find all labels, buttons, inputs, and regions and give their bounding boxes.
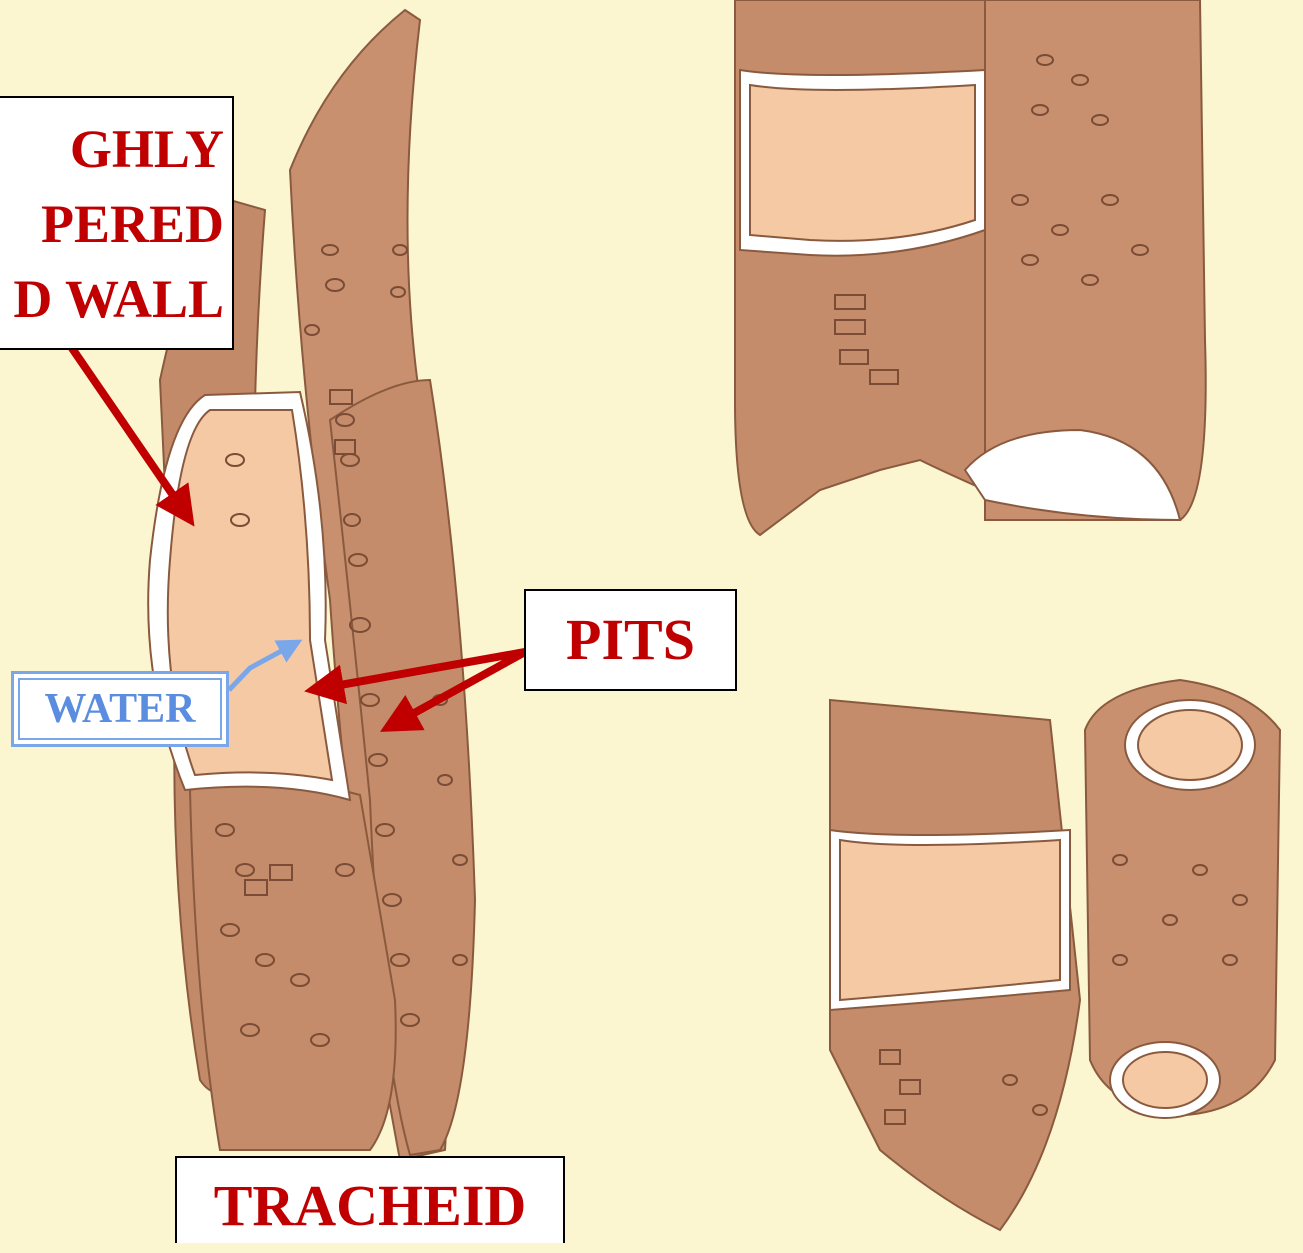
vessel-bottom-lumen	[840, 840, 1060, 1000]
walls-label-line-2: PERED	[0, 187, 224, 262]
vessel-top	[735, 0, 1206, 535]
water-label: WATER	[18, 678, 222, 740]
pits-label: PITS	[524, 589, 737, 691]
vessel-bottom	[830, 680, 1280, 1230]
tracheid-label: TRACHEID	[175, 1156, 565, 1243]
walls-label-line-3: D WALL	[0, 262, 224, 337]
vessel-top-lumen	[750, 85, 975, 241]
tracheid-lower-cell	[190, 781, 396, 1150]
walls-label-line-1: GHLY	[0, 112, 224, 187]
walls-label-box: GHLY PERED D WALL	[0, 96, 234, 350]
